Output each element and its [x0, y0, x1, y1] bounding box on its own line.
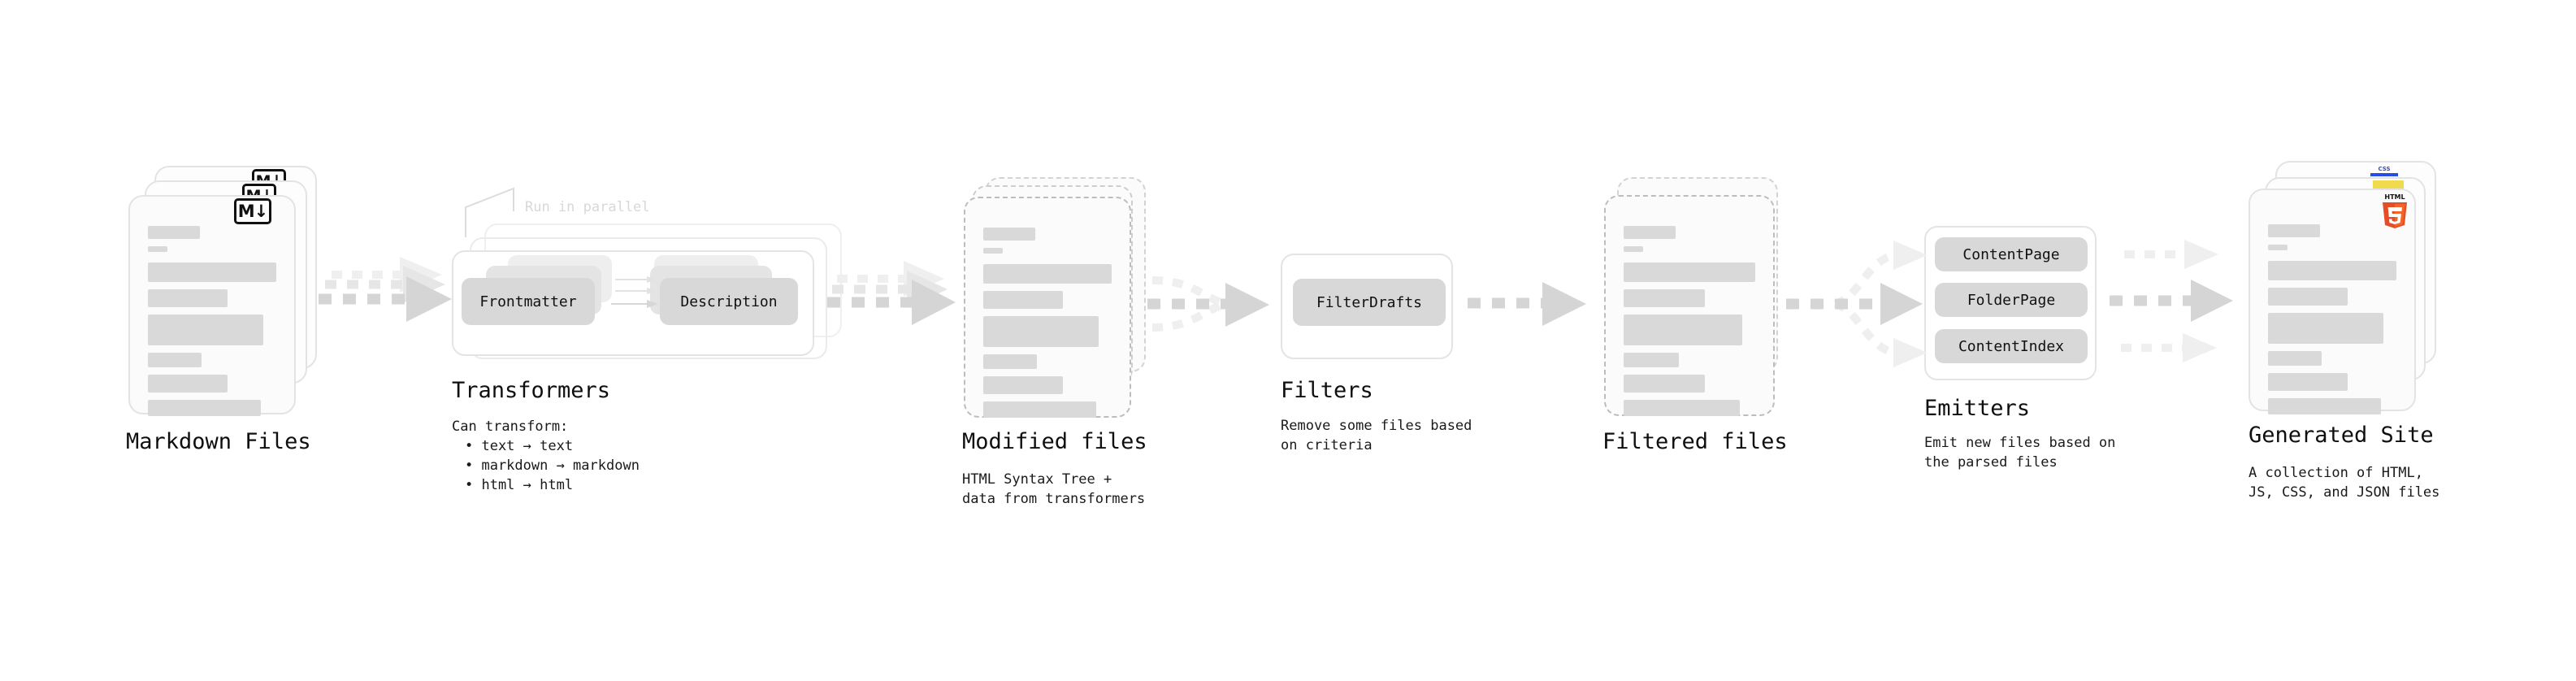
- pill-contentpage[interactable]: ContentPage: [1935, 237, 2088, 271]
- bullet-text: • text → text: [465, 438, 574, 454]
- bullet-html: • html → html: [465, 477, 574, 493]
- generated-site-caption: A collection of HTML, JS, CSS, and JSON …: [2249, 465, 2440, 501]
- stage-title-generated-site: Generated Site: [2249, 423, 2434, 448]
- modified-files-caption: HTML Syntax Tree + data from transformer…: [962, 471, 1146, 507]
- css3-badge: CSS: [2370, 166, 2398, 176]
- run-in-parallel-label: Run in parallel: [525, 199, 650, 215]
- arrow-modified-to-filters: [1147, 276, 1269, 332]
- modified-file-card-front: [964, 197, 1131, 418]
- bullet-markdown: • markdown → markdown: [465, 458, 640, 474]
- pill-contentindex[interactable]: ContentIndex: [1935, 329, 2088, 363]
- filtered-file-card-front: [1604, 195, 1775, 416]
- arrow-transformers-to-modified: [827, 261, 956, 325]
- svg-text:HTML: HTML: [2384, 193, 2405, 201]
- skeleton-lines: [148, 226, 276, 423]
- transformers-bullet-list: • text → text • markdown → markdown • ht…: [452, 436, 640, 495]
- arrow-filters-to-filtered: [1468, 282, 1586, 326]
- filters-caption: Remove some files based on criteria: [1281, 418, 1472, 453]
- stage-title-transformers: Transformers: [452, 378, 611, 403]
- markdown-badge-front: M↓: [234, 198, 271, 224]
- pill-frontmatter[interactable]: Frontmatter: [462, 278, 595, 325]
- stage-title-emitters: Emitters: [1924, 396, 2031, 421]
- emitters-caption: Emit new files based on the parsed files: [1924, 435, 2116, 471]
- markdown-file-card-front: [128, 195, 296, 416]
- skeleton-lines: [2268, 224, 2396, 422]
- arrow-markdown-to-transformers: [319, 257, 452, 322]
- arrow-filtered-to-emitters: [1786, 241, 1928, 367]
- skeleton-lines: [1624, 226, 1755, 423]
- stage-title-markdown-files: Markdown Files: [126, 429, 311, 454]
- skeleton-lines: [983, 228, 1112, 425]
- stage-title-filters: Filters: [1281, 378, 1373, 403]
- pill-folderpage[interactable]: FolderPage: [1935, 283, 2088, 317]
- stage-title-modified-files: Modified files: [962, 429, 1147, 454]
- transformers-caption: Can transform:: [452, 419, 569, 435]
- generated-file-card-front: [2249, 189, 2416, 414]
- pill-filterdrafts[interactable]: FilterDrafts: [1293, 279, 1446, 326]
- stage-title-filtered-files: Filtered files: [1602, 429, 1788, 454]
- html5-badge: HTML: [2383, 193, 2407, 228]
- pill-description[interactable]: Description: [660, 278, 798, 325]
- arrow-emitters-to-generated: [2110, 240, 2233, 362]
